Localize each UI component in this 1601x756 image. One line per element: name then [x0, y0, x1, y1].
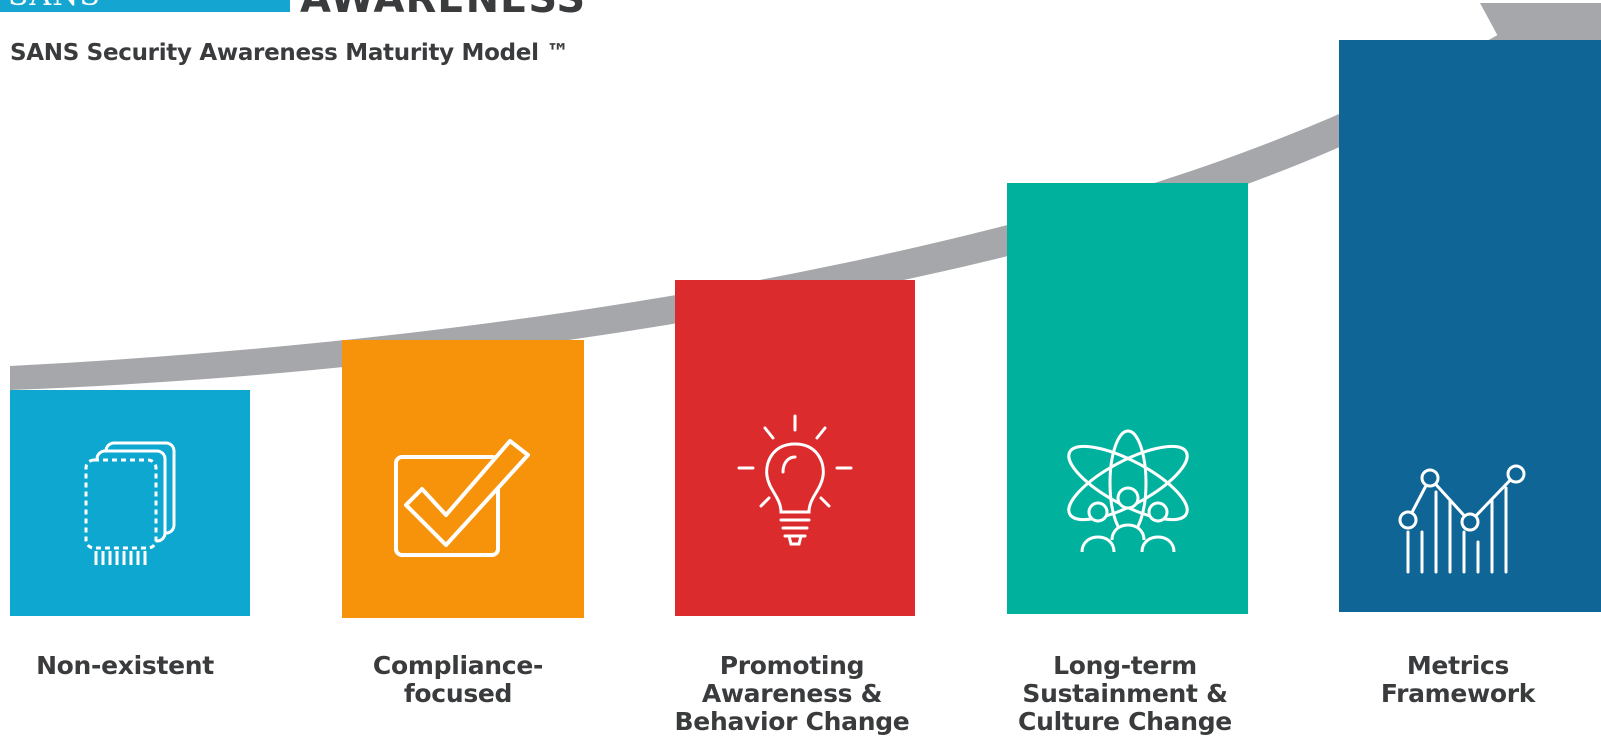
sans-logo: SANS	[0, 0, 290, 12]
checkbox-check-icon	[394, 439, 530, 558]
stage-label-line: Promoting	[719, 651, 865, 680]
metrics-chart-icon	[1398, 464, 1526, 574]
sans-logo-text: SANS	[8, 0, 101, 12]
stage-label-compliance-focused: Compliance- focused	[333, 652, 583, 708]
stage-bar-non-existent	[10, 390, 250, 616]
people-orbit-icon	[1066, 429, 1189, 553]
lightbulb-icon	[737, 414, 853, 546]
stage-label-line: Non-existent	[36, 651, 214, 680]
stage-label-line: Long-term	[1053, 651, 1197, 680]
stage-label-line: Culture Change	[1018, 707, 1232, 736]
stage-label-line: Sustainment &	[1022, 679, 1228, 708]
stage-label-line: Framework	[1380, 679, 1536, 708]
stage-label-line: Awareness &	[701, 679, 883, 708]
stage-label-line: Compliance-	[372, 651, 544, 680]
stage-label-non-existent: Non-existent	[0, 652, 250, 680]
stage-label-promoting-awareness: Promoting Awareness & Behavior Change	[667, 652, 917, 736]
stage-bar-metrics-framework	[1339, 40, 1601, 612]
stage-label-line: Behavior Change	[674, 707, 910, 736]
stage-label-metrics-framework: Metrics Framework	[1333, 652, 1583, 708]
stage-bar-compliance-focused	[342, 340, 584, 618]
stage-label-long-term-sustainment: Long-term Sustainment & Culture Change	[1000, 652, 1250, 736]
stage-label-line: Metrics	[1406, 651, 1510, 680]
page-subtitle: SANS Security Awareness Maturity Model ™	[10, 40, 570, 66]
brand-title: AWARENESS	[300, 0, 586, 22]
layered-chip-icon	[84, 441, 176, 565]
stage-bar-long-term-sustainment	[1007, 183, 1248, 614]
stage-label-line: focused	[403, 679, 513, 708]
stage-bar-promoting-awareness	[675, 280, 915, 616]
